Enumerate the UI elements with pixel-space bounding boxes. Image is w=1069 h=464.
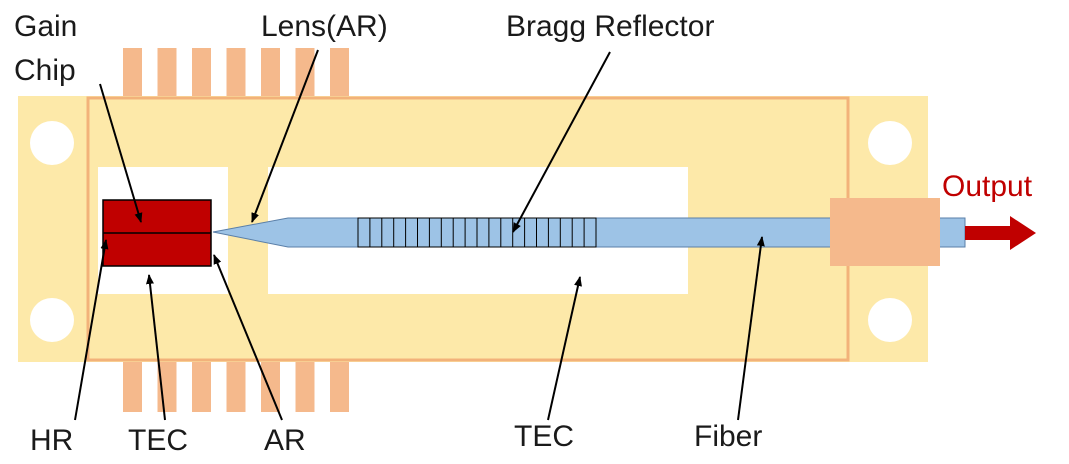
fiber-ferrule [830, 198, 940, 266]
mounting-hole-bottom-right [868, 298, 912, 342]
output-arrow [965, 216, 1036, 250]
label-lens: Lens(AR) [261, 10, 388, 43]
label-tec-right: TEC [514, 420, 574, 453]
bragg-reflector-leader [512, 51, 611, 233]
label-fiber: Fiber [694, 420, 762, 453]
mounting-hole-bottom-left [30, 298, 74, 342]
gain-chip-leader [99, 83, 143, 223]
lens-leader [251, 49, 319, 223]
label-output: Output [942, 170, 1033, 203]
label-ar: AR [264, 424, 306, 457]
fiber-leader [737, 236, 765, 421]
tec-left-leader [146, 274, 166, 421]
tec-right-leader [547, 276, 582, 421]
hr-leader [74, 239, 109, 421]
label-gain-chip-line1: Gain [14, 10, 77, 43]
bragg-grating-lines [369, 218, 585, 247]
ar-leader [213, 254, 283, 421]
mounting-hole-top-right [868, 121, 912, 165]
label-bragg-reflector: Bragg Reflector [506, 10, 714, 43]
mounting-hole-top-left [30, 121, 74, 165]
label-hr: HR [30, 424, 73, 457]
label-gain-chip-line2: Chip [14, 54, 76, 87]
label-tec-left: TEC [128, 424, 188, 457]
